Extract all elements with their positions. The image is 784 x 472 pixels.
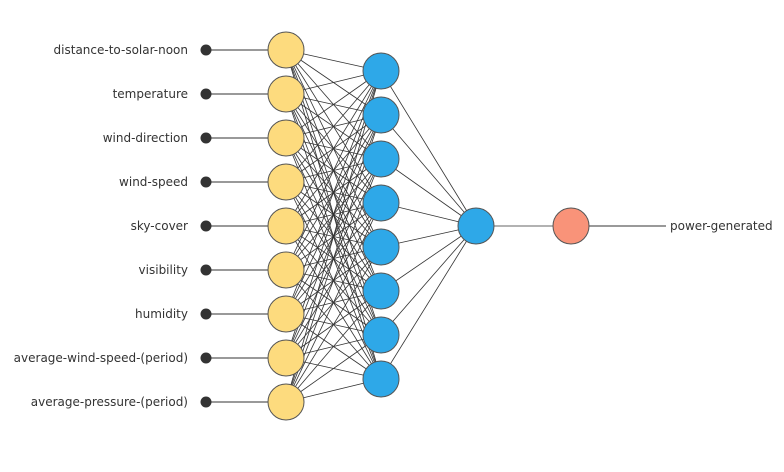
- input-label: wind-speed: [119, 175, 188, 189]
- output-layer: power-generated: [552, 207, 773, 245]
- input-label: average-wind-speed-(period): [14, 351, 188, 365]
- edge-input-hidden: [285, 70, 382, 403]
- edge-input-hidden: [285, 290, 382, 403]
- input-label: visibility: [139, 263, 188, 277]
- hidden-neuron: [362, 184, 400, 222]
- input-dot: [200, 396, 212, 408]
- edge-hidden-bottleneck: [380, 225, 477, 380]
- output-label: power-generated: [670, 219, 773, 233]
- input-dot: [200, 352, 212, 364]
- input-label: humidity: [135, 307, 188, 321]
- hidden-neuron: [362, 228, 400, 266]
- edge-input-hidden: [285, 246, 382, 403]
- edge-input-hidden: [285, 334, 382, 403]
- input-dot: [200, 176, 212, 188]
- input-dot: [200, 308, 212, 320]
- hidden-neuron: [362, 140, 400, 178]
- edge-hidden-bottleneck: [380, 70, 477, 227]
- edge-hidden-bottleneck: [380, 158, 477, 227]
- input-neuron: [267, 31, 305, 69]
- connection-edges: [285, 49, 571, 403]
- input-neuron: [267, 295, 305, 333]
- input-neuron: [267, 207, 305, 245]
- input-neuron: [267, 251, 305, 289]
- edge-hidden-bottleneck: [380, 225, 477, 292]
- input-layer: distance-to-solar-noon temperature wind-di…: [14, 31, 305, 421]
- input-neuron: [267, 163, 305, 201]
- input-label: sky-cover: [131, 219, 188, 233]
- hidden-neuron: [362, 96, 400, 134]
- input-dot: [200, 88, 212, 100]
- input-label: wind-direction: [103, 131, 188, 145]
- input-dot: [200, 132, 212, 144]
- input-neuron: [267, 339, 305, 377]
- hidden-neuron: [362, 272, 400, 310]
- edge-input-hidden: [285, 70, 382, 139]
- edge-input-hidden: [285, 202, 382, 403]
- edge-hidden-bottleneck: [380, 114, 477, 227]
- bottleneck-neuron: [457, 207, 495, 245]
- hidden-neuron: [362, 316, 400, 354]
- input-label: temperature: [113, 87, 188, 101]
- input-dot: [200, 220, 212, 232]
- hidden-neuron: [362, 360, 400, 398]
- edge-hidden-bottleneck: [380, 225, 477, 336]
- edge-input-hidden: [285, 70, 382, 227]
- hidden-layer: [362, 52, 400, 398]
- input-dot: [200, 264, 212, 276]
- bottleneck-layer: [457, 207, 495, 245]
- input-label: average-pressure-(period): [31, 395, 188, 409]
- input-label: distance-to-solar-noon: [54, 43, 188, 57]
- hidden-neuron: [362, 52, 400, 90]
- output-neuron: [552, 207, 590, 245]
- input-dot: [200, 44, 212, 56]
- edge-input-hidden: [285, 70, 382, 271]
- edge-input-hidden: [285, 70, 382, 183]
- input-neuron: [267, 119, 305, 157]
- input-neuron: [267, 75, 305, 113]
- input-neuron: [267, 383, 305, 421]
